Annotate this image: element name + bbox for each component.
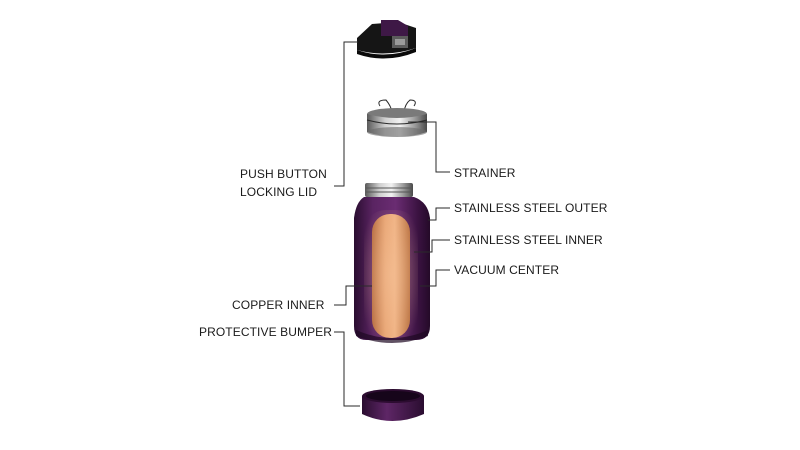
leader-strainer xyxy=(408,121,450,173)
label-copper-inner: COPPER INNER xyxy=(232,298,325,312)
leader-push-button xyxy=(334,41,358,187)
leader-protective-bumper xyxy=(334,331,360,407)
bottle-body xyxy=(354,183,430,343)
label-push-button: PUSH BUTTON xyxy=(240,167,327,181)
leader-stainless-outer xyxy=(428,207,450,221)
label-stainless-outer: STAINLESS STEEL OUTER xyxy=(454,201,608,215)
label-protective-bumper: PROTECTIVE BUMPER xyxy=(199,325,332,339)
protective-bumper-part xyxy=(362,389,424,421)
leader-vacuum-center xyxy=(420,269,450,287)
label-vacuum-center: VACUUM CENTER xyxy=(454,263,559,277)
leader-copper-inner xyxy=(334,285,372,306)
strainer xyxy=(366,99,428,137)
label-stainless-inner: STAINLESS STEEL INNER xyxy=(454,233,603,247)
push-button-lid xyxy=(357,20,416,59)
label-locking-lid: LOCKING LID xyxy=(240,185,317,199)
label-strainer: STRAINER xyxy=(454,166,516,180)
bottle-neck-threads xyxy=(365,183,413,197)
leader-stainless-inner xyxy=(414,239,450,253)
